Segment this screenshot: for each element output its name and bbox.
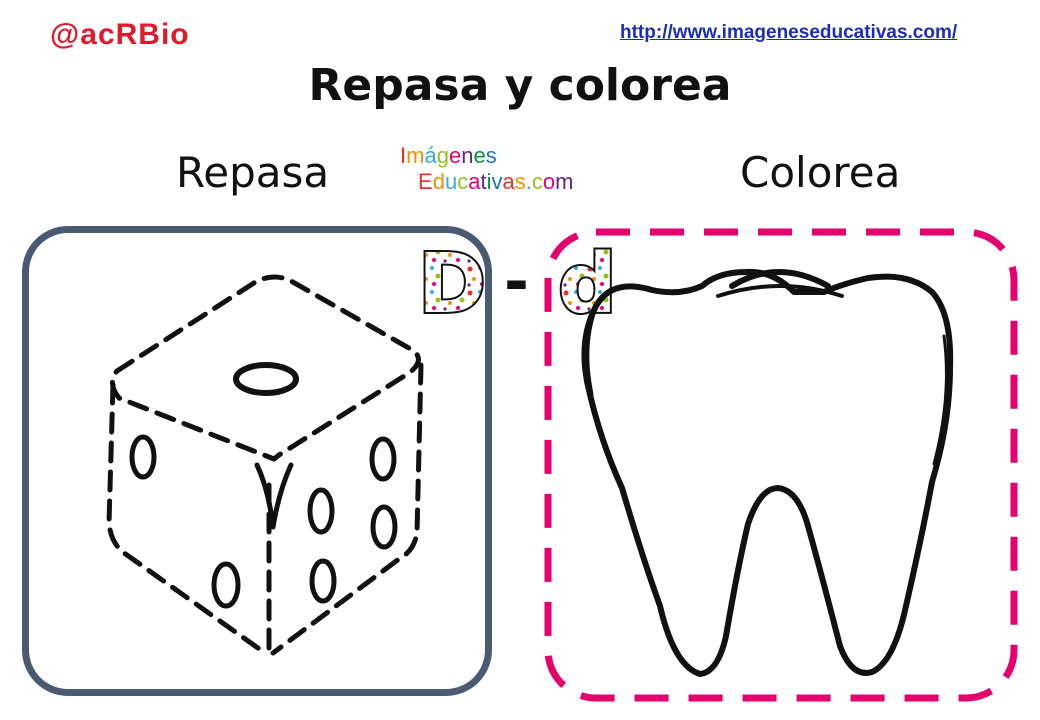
section-label-repasa: Repasa bbox=[176, 148, 330, 197]
imagenes-educativas-logo: Imágenes Educativas.com bbox=[400, 143, 620, 195]
section-label-colorea: Colorea bbox=[740, 148, 901, 197]
trace-frame bbox=[22, 226, 492, 696]
letter-pair: D - d bbox=[418, 240, 618, 320]
letter-upper: D bbox=[418, 240, 486, 320]
color-frame bbox=[542, 226, 1020, 704]
logo-line-1: Imágenes bbox=[400, 143, 497, 168]
brand-signature: @acRBio bbox=[50, 18, 190, 51]
letter-lower: d bbox=[558, 240, 617, 320]
tooth-icon bbox=[581, 268, 954, 677]
website-link[interactable]: http://www.imageneseducativas.com/ bbox=[620, 22, 958, 43]
page-title: Repasa y colorea bbox=[308, 60, 732, 111]
dice-icon bbox=[106, 274, 424, 656]
letter-separator: - bbox=[504, 247, 529, 317]
logo-line-2: Educativas.com bbox=[418, 169, 574, 194]
